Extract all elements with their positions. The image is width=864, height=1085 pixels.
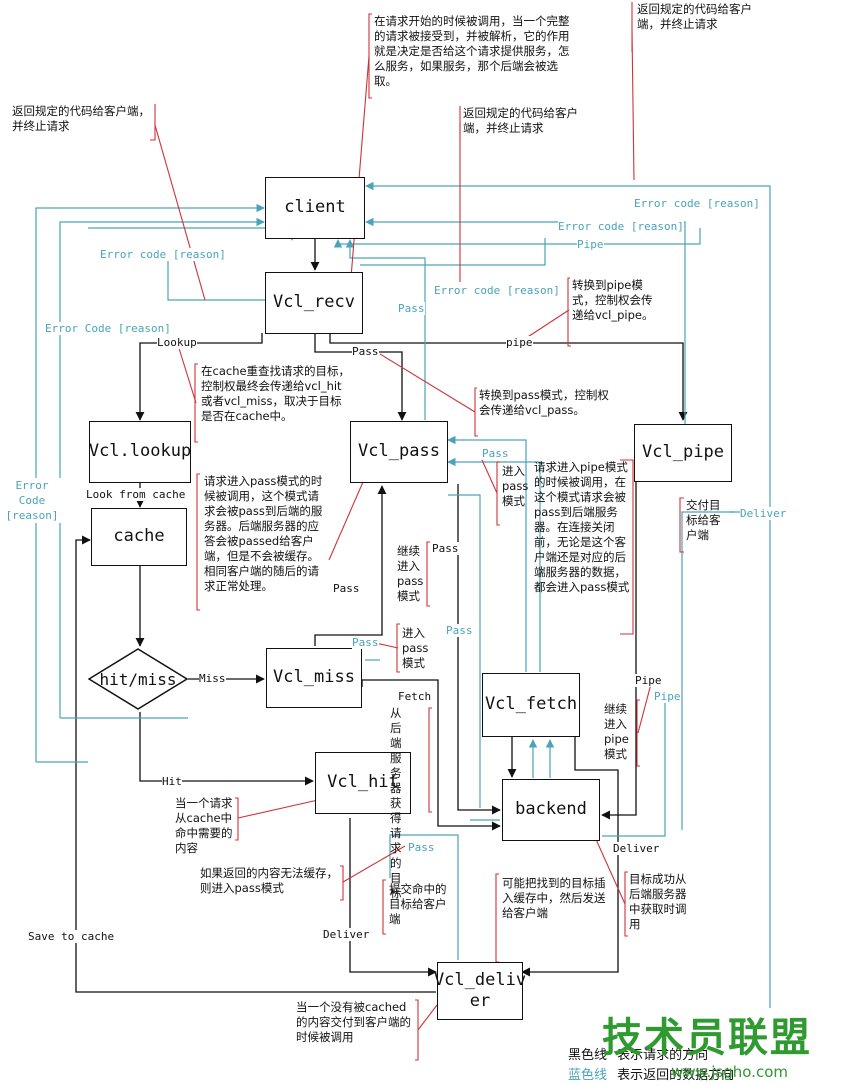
return-code-topright-note: 返回规定的代码给客户端，并终止请求 (637, 2, 752, 31)
vcl-pass-node: Vcl_pass (350, 421, 448, 483)
recv-description-note: 在请求开始的时候被调用，当一个完整的请求被接受到，并被解析，它的作用就是决定是否… (374, 14, 570, 88)
return-lines (35, 181, 771, 1008)
fetch-description-note: 从后端服务器获得请求的目标 (390, 706, 402, 900)
vcl-miss-node: Vcl_miss (266, 648, 362, 708)
error-code-top-label: Error code [reason] (634, 197, 760, 210)
look-from-cache-label: Look from cache (86, 488, 186, 501)
deliver-pipe-blue-label: Deliver (740, 507, 787, 520)
pipe-description-note: 请求进入pipe模式的时候被调用，在这个模式请求会被pass到后端服务器。在连接… (534, 460, 630, 594)
hit-miss-label: hit/miss (99, 669, 177, 689)
hit-edge-label: Hit (162, 775, 182, 788)
pipe-fetch-blue-label: Pipe (654, 690, 681, 703)
fetch-edge-label: Fetch (398, 690, 432, 703)
save-to-cache-label: Save to cache (28, 930, 115, 943)
continue-pipe-note: 继续进入pipe模式 (604, 702, 629, 761)
submit-target-note: 提交命中的目标给客户端 (389, 882, 447, 926)
error-code-left-edge-label: Error Code [reason] (2, 478, 62, 523)
decision-diamond-shape (87, 648, 189, 710)
pass-miss-blue-label: Pass (352, 636, 379, 649)
error-code-left-label: Error code [reason] (100, 248, 226, 261)
return-code-mid-note: 返回规定的代码给客户端，并终止请求 (463, 106, 578, 135)
pass-edge-label: Pass (352, 345, 379, 358)
request-lines (75, 239, 688, 993)
watermark-brand-logo: 技术员联盟 (602, 1015, 812, 1061)
deliver-description-note: 当一个没有被cached的内容交付到客户端的时候被调用 (296, 1000, 411, 1044)
pipe-edge-label: pipe (506, 336, 533, 349)
legend-blue-line-desc: 表示返回的数据方向 (617, 1068, 735, 1083)
insert-cache-note: 可能把找到的目标插入缓存中，然后发送给客户端 (502, 876, 606, 920)
pass-description-note: 请求进入pass模式的时候被调用，这个模式请求会被pass到后端的服务器。后端服… (204, 474, 323, 593)
error-code-mid-label: Error code [reason] (558, 220, 684, 233)
legend-black-line-label: 黑色线 (568, 1048, 608, 1063)
legend-blue-line-label: 蓝色线 (568, 1068, 608, 1083)
to-pass-mode-note: 转换到pass模式，控制权会传递给vcl_pass。 (479, 388, 609, 417)
pass-vcl-pass-blue-label: Pass (482, 447, 509, 460)
enter-pass-mode-note: 进入pass模式 (502, 464, 529, 508)
vcl-deliver-node: Vcl_deliv er (434, 962, 526, 1020)
vcl-fetch-node: Vcl_fetch (482, 673, 580, 737)
hit-description-note: 当一个请求从cache中命中需要的内容 (175, 796, 233, 855)
error-code-recv-label: Error code [reason] (434, 284, 560, 297)
pass-continue-blue-label: Pass (446, 624, 473, 637)
pass-hit-blue-label: Pass (408, 841, 435, 854)
lookup-edge-label: Lookup (157, 336, 197, 349)
enter-pass-miss-note: 进入pass模式 (402, 626, 429, 670)
error-code-outer-label: Error Code [reason] (45, 322, 171, 335)
vcl-lookup-node: Vcl.lookup (89, 421, 191, 483)
legend-black-line: 黑色线 表示请求的方向 (568, 1044, 708, 1063)
pass-continue-edge-label: Pass (432, 542, 459, 555)
return-code-left-note: 返回规定的代码给客户端，并终止请求 (12, 104, 150, 133)
continue-pass-note: 继续进入pass模式 (397, 544, 424, 603)
watermark-url: www.jsgho.com (671, 1063, 788, 1081)
lookup-description-note: 在cache重查找请求的目标，控制权最终会传递给vcl_hit或者vcl_mis… (201, 364, 351, 423)
uncacheable-note: 如果返回的内容无法缓存，则进入pass模式 (200, 866, 338, 895)
pass-miss-edge-label: Pass (333, 582, 360, 595)
miss-edge-label: Miss (199, 672, 226, 685)
legend-black-line-desc: 表示请求的方向 (617, 1048, 709, 1063)
legend-blue-line: 蓝色线 表示返回的数据方向 (568, 1064, 734, 1083)
deliver-target-note: 交付目标给客户端 (686, 498, 721, 542)
pass-recv-blue-label: Pass (398, 302, 425, 315)
vcl-pipe-node: Vcl_pipe (634, 424, 732, 482)
deliver-backend-edge-label: Deliver (613, 842, 660, 855)
pipe-top-label: Pipe (577, 238, 604, 251)
backend-node: backend (502, 779, 600, 841)
annotation-leaders (150, 2, 684, 1061)
deliver-hit-edge-label: Deliver (323, 928, 370, 941)
cache-node: cache (91, 508, 187, 566)
client-node: client (265, 177, 365, 239)
vcl-recv-node: Vcl_recv (265, 272, 363, 334)
fetch-success-note: 目标成功从后端服务器中获取时调用 (629, 872, 687, 931)
to-pipe-mode-note: 转换到pipe模式，控制权会传递给vcl_pipe。 (572, 278, 654, 322)
hit-miss-decision: hit/miss (87, 648, 189, 710)
pipe-continue-edge-label: Pipe (635, 674, 662, 687)
vcl-hit-node: Vcl_hit (315, 752, 411, 814)
